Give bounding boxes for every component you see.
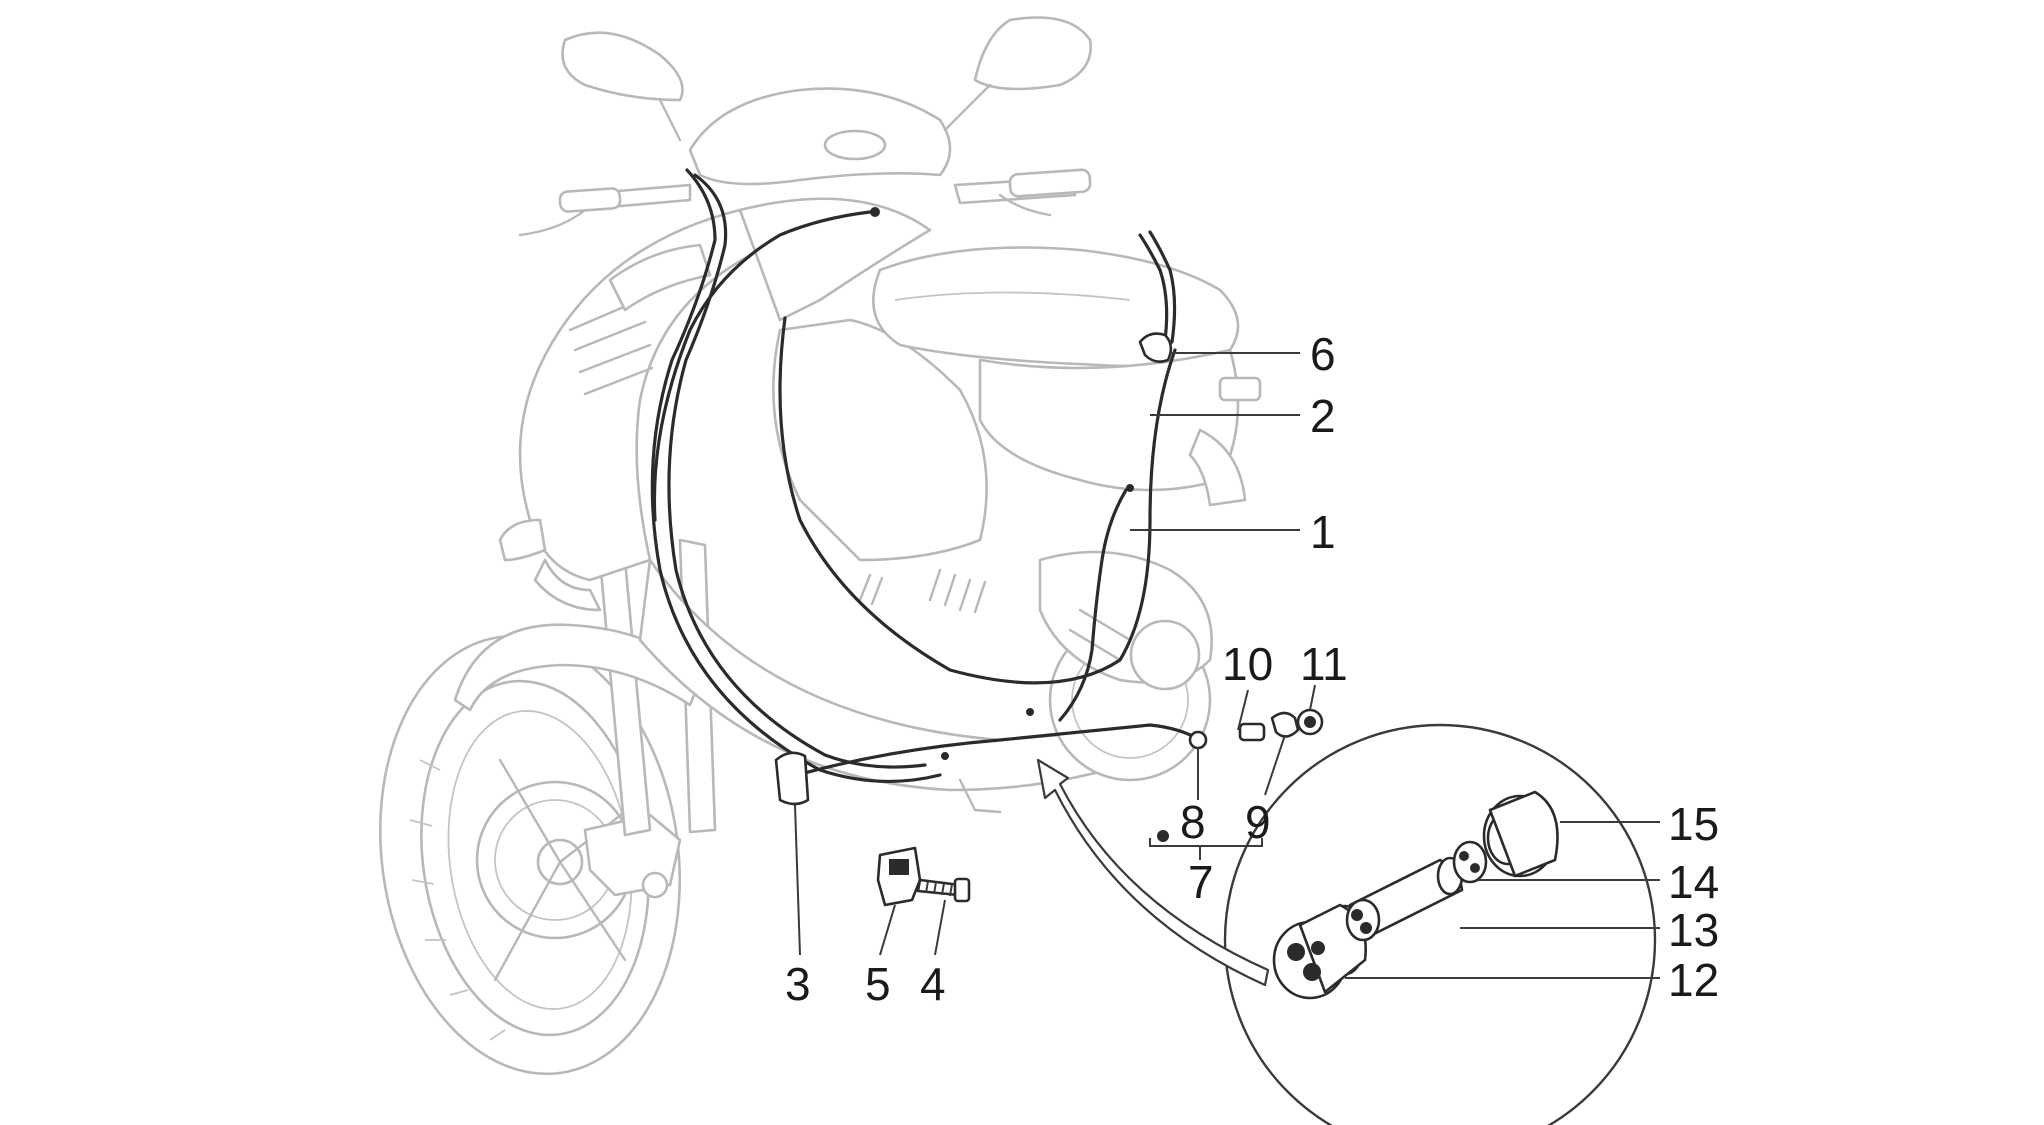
callout-4: 4 xyxy=(920,958,946,1010)
bracket-5 xyxy=(876,846,922,907)
barrel-10 xyxy=(1238,722,1266,742)
callout-1: 1 xyxy=(1310,506,1336,558)
detail-arrow xyxy=(1036,758,1270,987)
fitting-8 xyxy=(1188,730,1208,750)
cables xyxy=(650,168,1202,784)
callout-15: 15 xyxy=(1668,798,1719,850)
callout-14: 14 xyxy=(1668,856,1719,908)
callout-12: 12 xyxy=(1668,954,1719,1006)
callout-3: 3 xyxy=(785,958,811,1010)
callout-10: 10 xyxy=(1222,638,1273,690)
grommet-clip-6 xyxy=(1138,332,1173,363)
callout-5: 5 xyxy=(865,958,891,1010)
detail-view xyxy=(1036,723,1657,1125)
small-parts xyxy=(774,332,1324,907)
leader-lines xyxy=(794,352,1660,979)
callout-13: 13 xyxy=(1668,904,1719,956)
cap-15 xyxy=(1482,790,1559,878)
washer-14 xyxy=(1452,840,1488,884)
callout-11: 11 xyxy=(1300,638,1348,690)
callout-6: 6 xyxy=(1310,328,1336,380)
callout-7: 7 xyxy=(1188,856,1214,908)
detail-circle xyxy=(1223,723,1657,1125)
adjuster-9 xyxy=(1270,711,1300,738)
cable-guide-3 xyxy=(774,751,810,806)
callout-2: 2 xyxy=(1310,390,1336,442)
callout-8: 8 xyxy=(1180,796,1206,848)
callout-9: 9 xyxy=(1245,796,1271,848)
callout-labels: 6 2 1 10 11 8 9 7 15 14 13 12 3 5 4 xyxy=(785,328,1719,1010)
scooter-outline xyxy=(378,16,1262,1076)
